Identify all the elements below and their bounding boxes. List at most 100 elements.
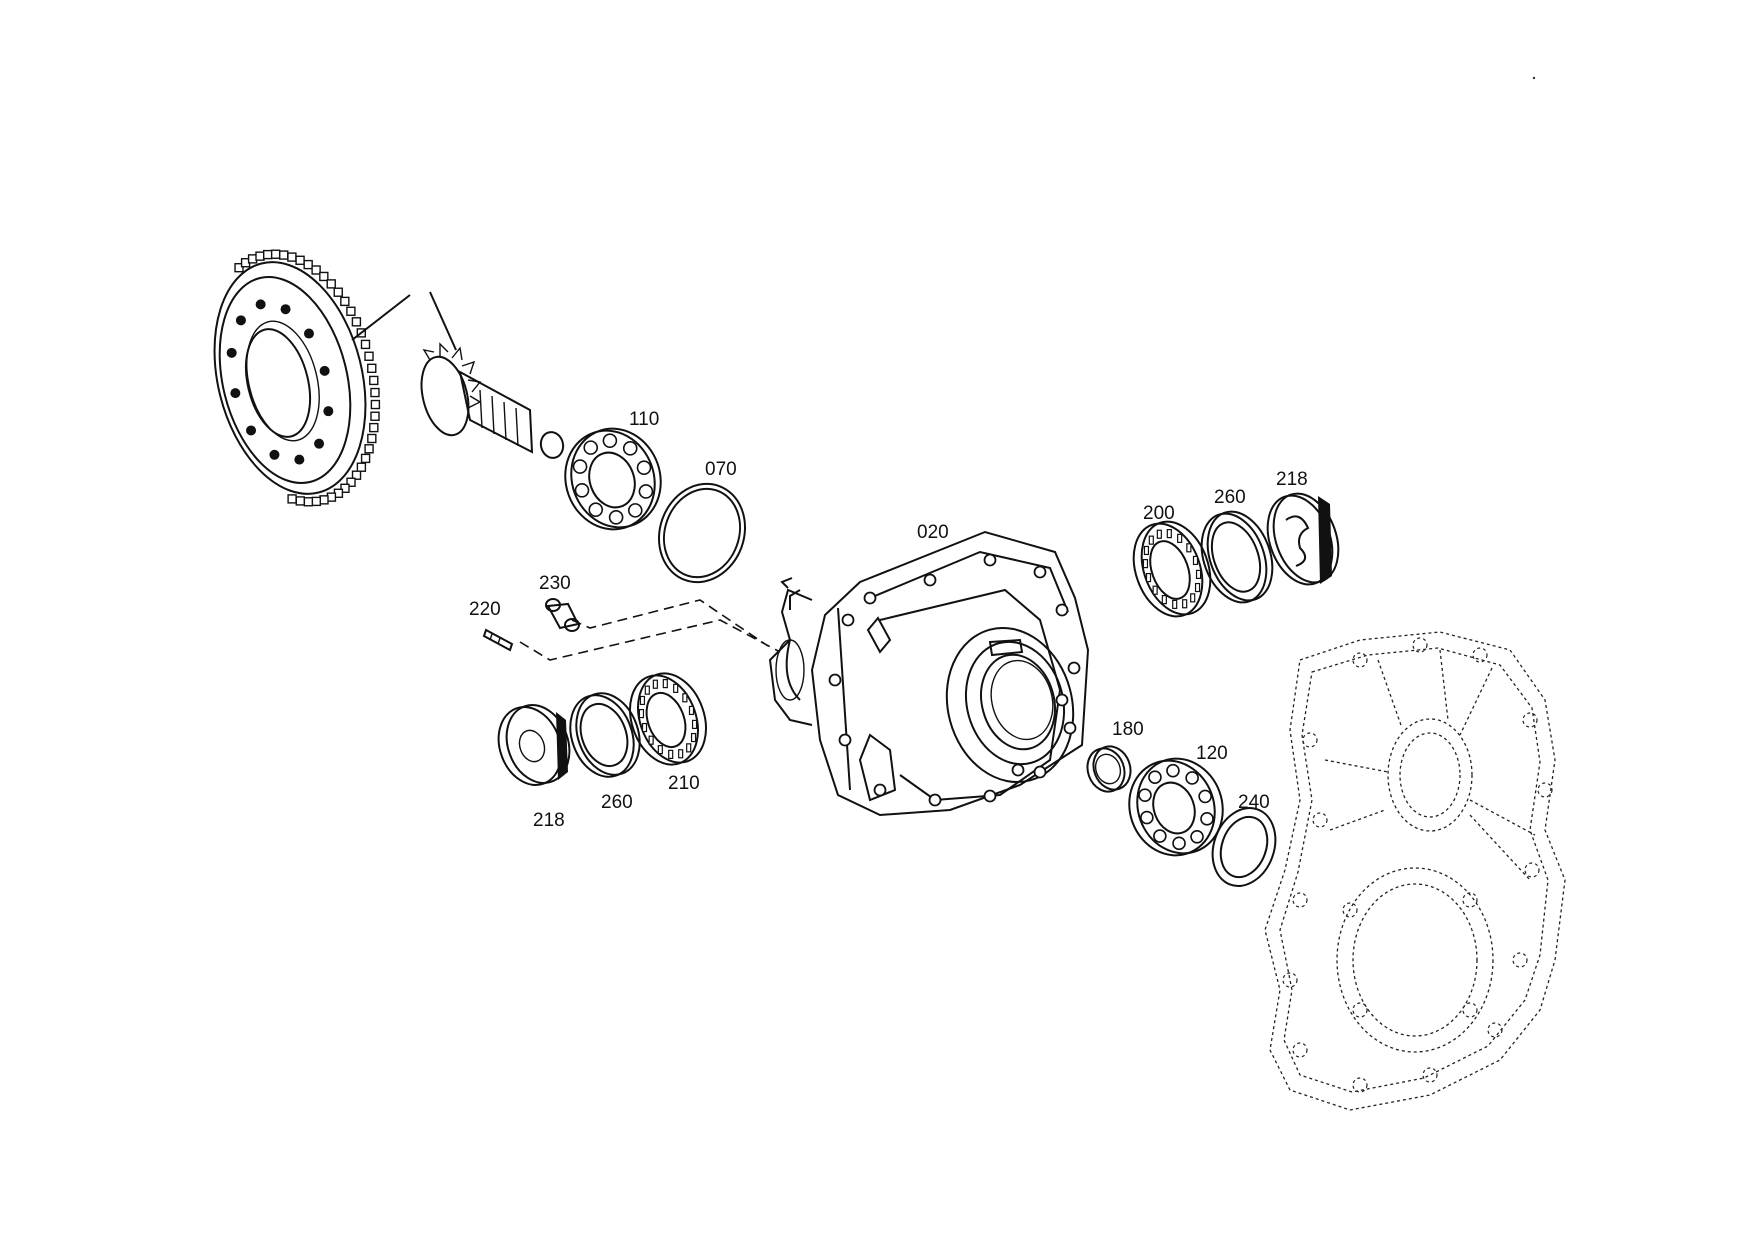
- bearing-roller: [690, 732, 697, 743]
- gear-tooth: [356, 462, 367, 472]
- bearing-roller: [648, 735, 654, 745]
- bearing-ball: [574, 482, 590, 498]
- housing-bolt-hole: [838, 733, 852, 747]
- gear-tooth: [303, 259, 313, 270]
- housing-hole: [1512, 952, 1528, 968]
- bearing-200: [1132, 520, 1212, 618]
- pinion-shaft: [420, 342, 565, 459]
- callout-260-right: 260: [1214, 487, 1246, 508]
- housing-020: [768, 530, 1090, 817]
- housing-hole: [1412, 637, 1428, 653]
- housing-hole: [1342, 902, 1358, 918]
- bolt-hole: [269, 449, 280, 460]
- bearing-ball: [1148, 770, 1162, 785]
- gear-tooth: [295, 496, 305, 506]
- bearing-roller: [639, 695, 646, 706]
- bearing-ball: [1138, 788, 1152, 802]
- gear-tooth: [364, 444, 374, 454]
- housing-hole: [1462, 1002, 1478, 1018]
- gear-tooth: [270, 249, 281, 259]
- housing-hole: [1352, 652, 1368, 668]
- gear-tooth: [333, 287, 343, 297]
- bearing-roller: [1156, 529, 1162, 539]
- gearbox-cover-housing: [1264, 631, 1566, 1111]
- slotted-nut-218-left: [497, 704, 571, 786]
- bearing-roller: [644, 685, 650, 695]
- gear-tooth: [234, 263, 244, 273]
- bearing-roller: [1195, 569, 1202, 580]
- gear-tooth: [367, 363, 377, 373]
- bearing-roller: [688, 705, 695, 716]
- housing-hole: [1487, 1022, 1503, 1038]
- housing-bolt-hole: [1033, 765, 1047, 779]
- gear-tooth: [311, 265, 321, 275]
- bearing-roller: [678, 749, 684, 759]
- bearing-ball: [627, 503, 643, 518]
- gear-tooth: [287, 252, 297, 262]
- housing-hole: [1312, 812, 1328, 828]
- callout-218-left: 218: [533, 810, 565, 831]
- gear-tooth: [370, 399, 381, 410]
- bearing-roller: [673, 683, 679, 693]
- gear-tooth: [346, 306, 356, 316]
- housing-hole: [1422, 1067, 1438, 1083]
- bearing-roller: [1145, 572, 1152, 583]
- gear-tooth: [287, 494, 297, 504]
- callout-120: 120: [1196, 743, 1228, 764]
- bolt-hole: [226, 347, 237, 358]
- callout-230: 230: [539, 573, 571, 594]
- housing-hole: [1292, 892, 1308, 908]
- callout-218-right: 218: [1276, 469, 1308, 490]
- gear-tooth: [351, 470, 362, 480]
- gear-tooth: [303, 497, 314, 507]
- bearing-ball: [572, 459, 588, 474]
- bearing-roller: [691, 719, 698, 730]
- bearing-210: [629, 672, 707, 766]
- bearing-110: [564, 427, 662, 531]
- housing-bolt-hole: [983, 553, 997, 567]
- housing-hole: [1462, 892, 1478, 908]
- gear-tooth: [263, 249, 273, 260]
- callout-070: 070: [705, 459, 737, 480]
- pin-220: [482, 628, 514, 652]
- bearing-ball: [608, 510, 624, 525]
- bolt-hole: [255, 299, 266, 310]
- gear-tooth: [369, 375, 379, 386]
- housing-bolt-hole: [1067, 661, 1081, 675]
- housing-hole: [1352, 1002, 1368, 1018]
- housing-hole: [1522, 712, 1538, 728]
- bolt-hole: [314, 438, 325, 449]
- bearing-roller: [1190, 593, 1196, 603]
- callout-220: 220: [469, 599, 501, 620]
- bearing-ball: [588, 502, 604, 517]
- bearing-roller: [686, 743, 692, 753]
- callout-200: 200: [1143, 503, 1175, 524]
- bearing-roller: [1152, 585, 1158, 595]
- bolt-hole: [235, 315, 246, 326]
- bearing-roller: [1161, 595, 1167, 605]
- gear-tooth: [360, 453, 371, 464]
- bearing-roller: [652, 679, 658, 689]
- bearing-roller: [1182, 599, 1188, 609]
- housing-hole: [1524, 862, 1540, 878]
- housing-bolt-hole: [983, 789, 997, 803]
- bearing-120: [1128, 757, 1224, 857]
- housing-hole: [1537, 782, 1553, 798]
- bearing-ball: [1190, 829, 1204, 844]
- bearing-roller: [1172, 599, 1178, 609]
- callout-260-left: 260: [601, 792, 633, 813]
- gear-tooth: [319, 495, 329, 505]
- bolt-hole: [280, 304, 291, 315]
- housing-bolt-hole: [828, 673, 842, 687]
- gear-tooth: [346, 477, 356, 487]
- housing-bolt-hole: [923, 573, 937, 587]
- bearing-ball: [583, 440, 599, 455]
- bearing-ball: [1153, 829, 1167, 843]
- slotted-nut-218-right: [1266, 492, 1340, 586]
- seal-260-right: [1200, 510, 1274, 604]
- bearing-roller: [1192, 555, 1199, 566]
- bolt-hole: [230, 388, 241, 399]
- bearing-roller: [668, 749, 674, 759]
- bearing-ball: [1200, 812, 1214, 826]
